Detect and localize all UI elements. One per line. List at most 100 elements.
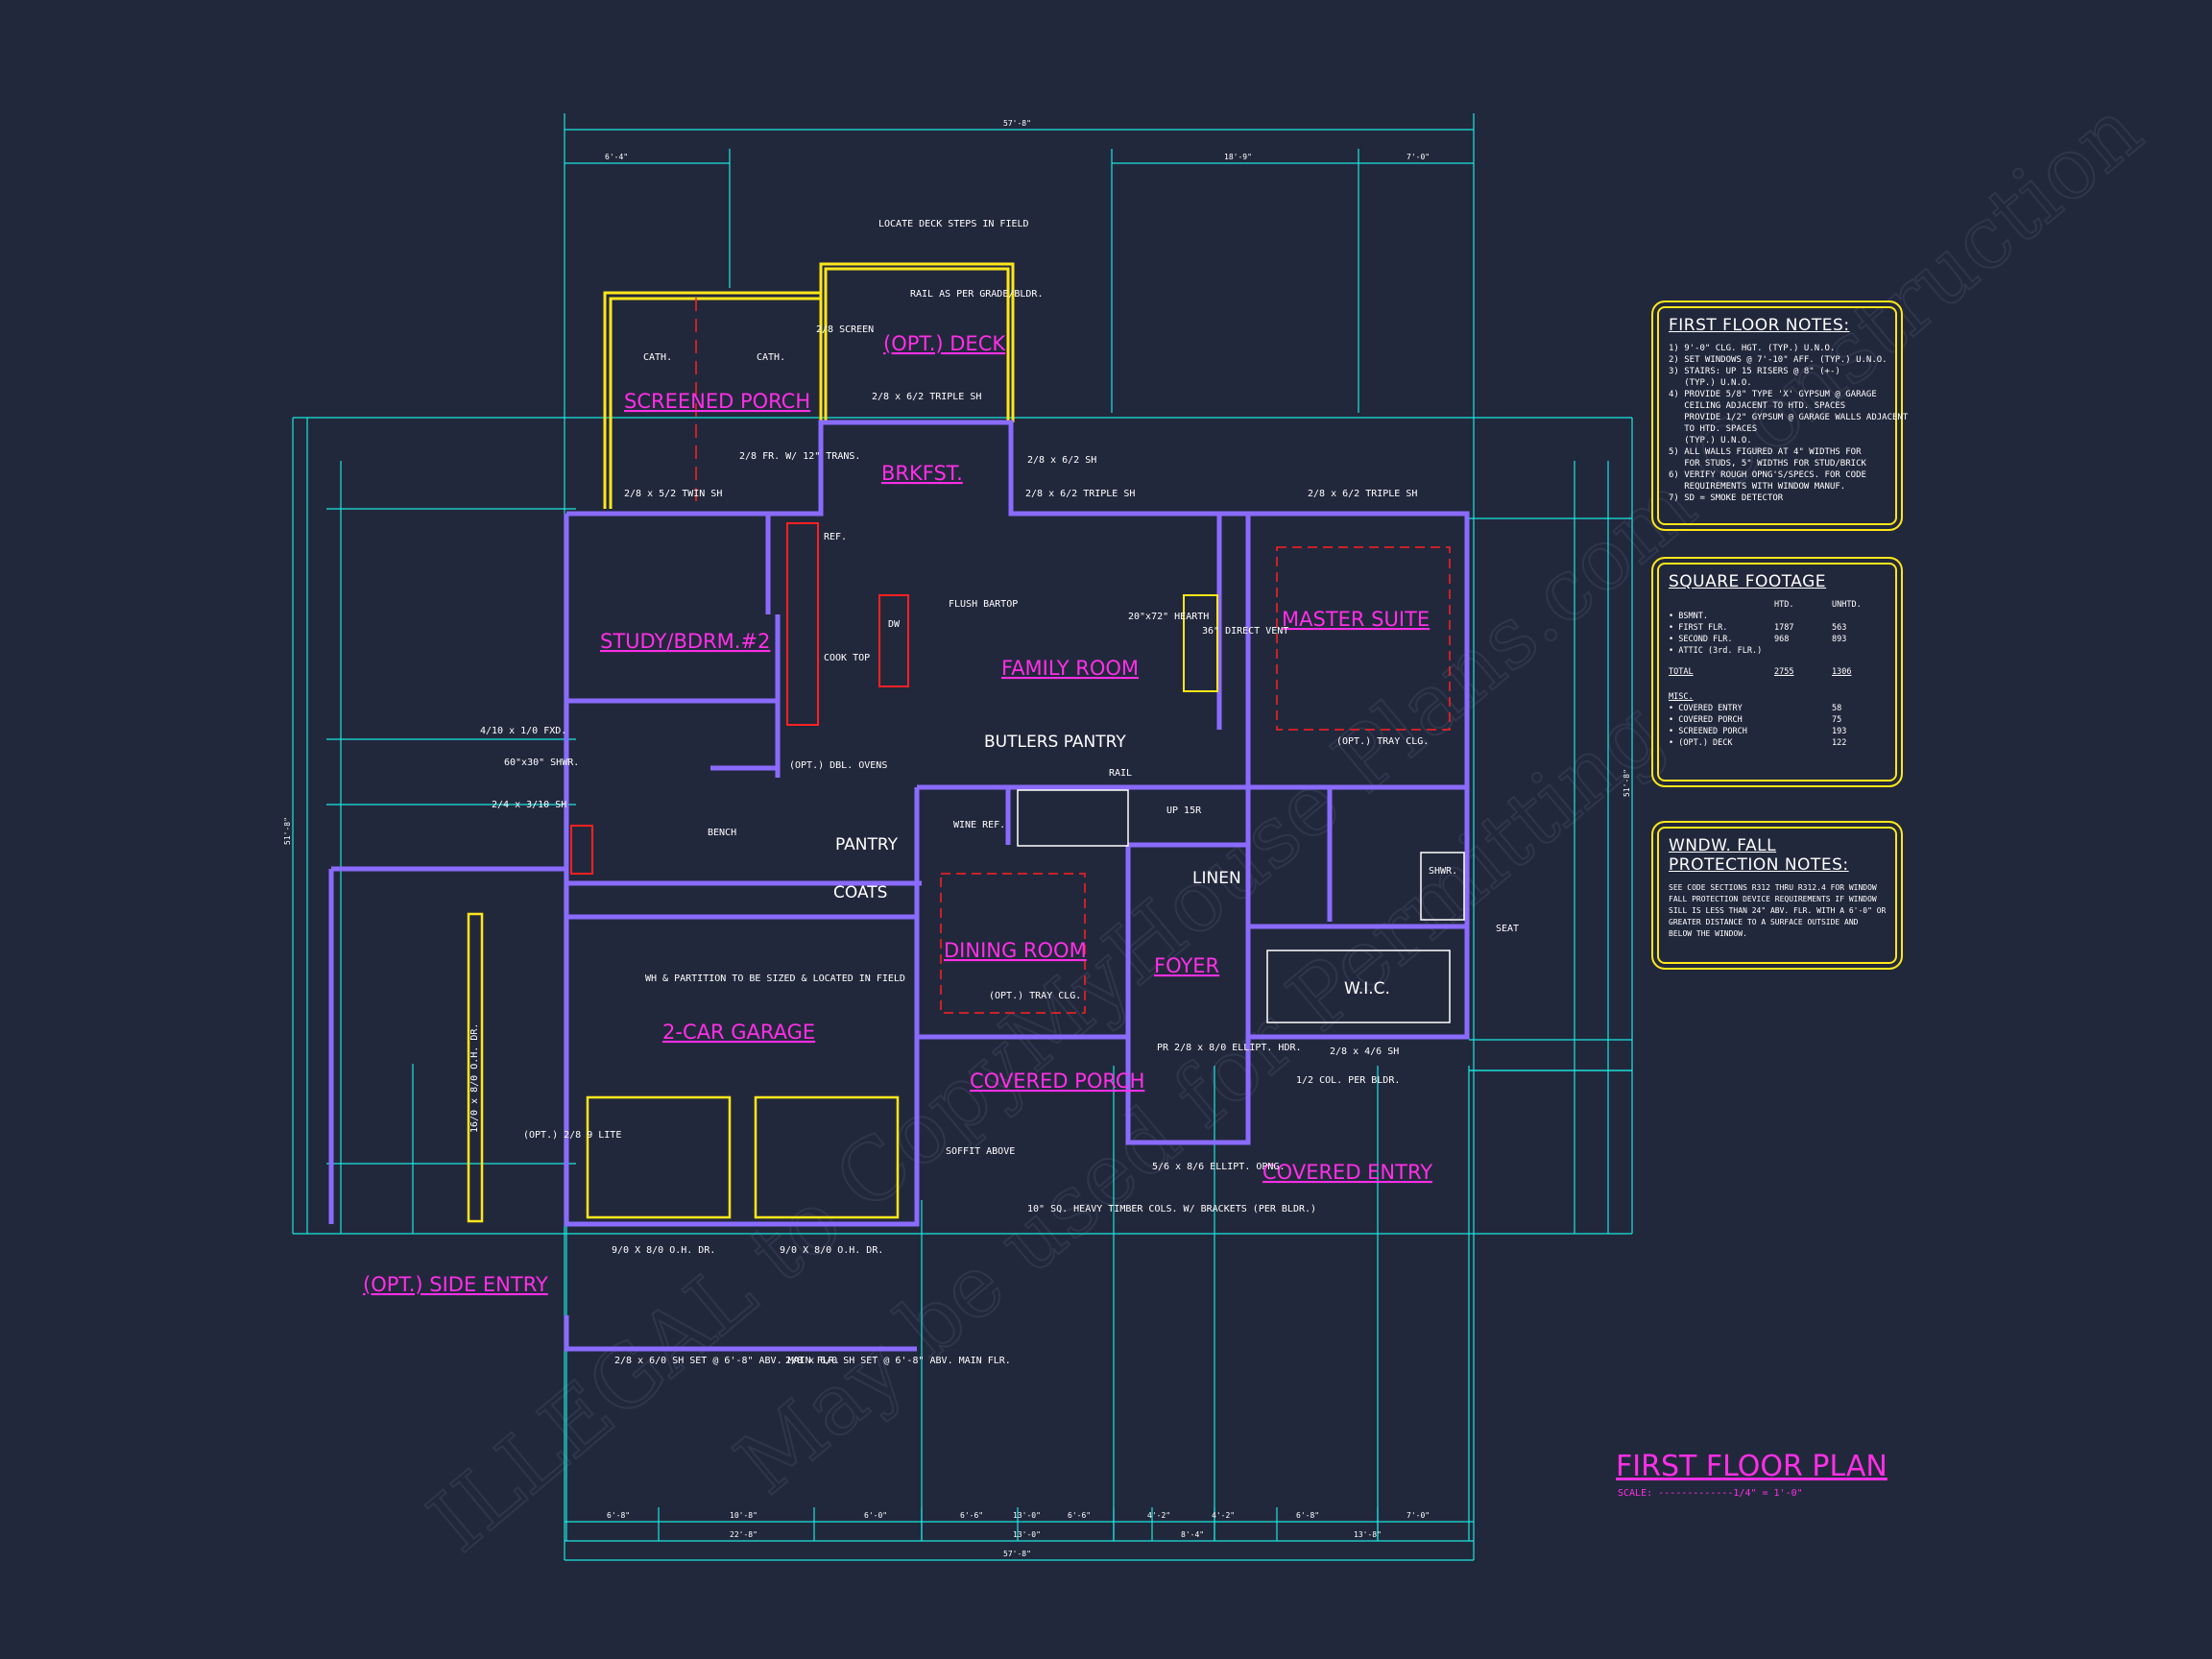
garage-door-left <box>586 1095 732 1219</box>
sqft-htd <box>1774 737 1832 749</box>
first-floor-notes-line: REQUIREMENTS WITH WINDOW MANUF. <box>1669 482 1846 492</box>
sqft-misc-label: MISC. <box>1669 692 1694 702</box>
side-garage-door <box>467 912 484 1223</box>
dim-top-b: 18'-9" <box>1224 153 1252 161</box>
plan-scale: SCALE: -------------1/4" = 1'-0" <box>1618 1488 1803 1499</box>
dimension-lines <box>292 113 1633 1561</box>
dimension-labels: 57'-8" 6'-4" 18'-9" 7'-0" 57'-8" 6'-8" 1… <box>283 119 1631 1558</box>
white-room-labels: BUTLERS PANTRY PANTRY COATS LINEN W.I.C. <box>833 733 1390 998</box>
note-half-col: 1/2 COL. PER BLDR. <box>1296 1075 1400 1086</box>
room-foyer: FOYER <box>1154 954 1219 977</box>
sqft-unhtd: 193 <box>1832 727 1847 736</box>
master-tray-ceiling <box>1276 546 1451 731</box>
dim-bottom-1: 10'-8" <box>730 1511 757 1520</box>
dim-bottom-9: 7'-0" <box>1407 1511 1430 1520</box>
sqft-row: • BSMNT. <box>1669 611 1886 622</box>
note-up: UP 15R <box>1166 805 1202 816</box>
sqft-label: • FIRST FLR. <box>1669 623 1728 633</box>
note-french-door: 2/8 FR. W/ 12" TRANS. <box>739 451 860 462</box>
note-opt-lite: (OPT.) 2/8 9 LITE <box>523 1130 621 1141</box>
room-side-entry: (OPT.) SIDE ENTRY <box>363 1273 548 1296</box>
fireplace <box>1183 594 1218 692</box>
fall-protection-line: BELOW THE WINDOW. <box>1669 929 1747 938</box>
note-shower-60: 60"x30" SHWR. <box>504 757 579 768</box>
walls <box>328 420 1470 1352</box>
dim-left: 51'-8" <box>283 817 292 845</box>
sqft-htd <box>1774 611 1832 622</box>
room-study: STUDY/BDRM.#2 <box>600 630 770 653</box>
first-floor-notes-line: PROVIDE 1/2" GYPSUM @ GARAGE WALLS ADJAC… <box>1669 413 1909 422</box>
garage-door-right <box>754 1095 900 1219</box>
fall-protection-line: SILL IS LESS THAN 24" ABV. FLR. WITH A 6… <box>1669 906 1887 915</box>
sqft-label: • BSMNT. <box>1669 612 1708 621</box>
fall-protection-line: FALL PROTECTION DEVICE REQUIREMENTS IF W… <box>1669 895 1877 903</box>
dim-bottom-0: 6'-8" <box>607 1511 630 1520</box>
first-floor-notes-line: 6) VERIFY ROUGH OPNG'S/SPECS. FOR CODE <box>1669 470 1866 480</box>
sqft-label: • COVERED ENTRY <box>1669 704 1743 713</box>
sqft-htd: 968 <box>1774 635 1790 644</box>
sqft-htd <box>1774 726 1832 737</box>
sqft-label: TOTAL <box>1669 667 1694 677</box>
room-butlers-pantry: BUTLERS PANTRY <box>984 733 1126 752</box>
dim-bottom-6: 4'-2" <box>1147 1511 1170 1520</box>
first-floor-notes-line: 3) STAIRS: UP 15 RISERS @ 8" (+-) <box>1669 367 1840 376</box>
dim-bottom-7: 4'-2" <box>1212 1511 1235 1520</box>
note-soffit: SOFFIT ABOVE <box>946 1146 1015 1157</box>
dim-top-a: 6'-4" <box>605 153 628 161</box>
room-family: FAMILY ROOM <box>1001 657 1139 680</box>
note-shower: SHWR. <box>1429 866 1457 877</box>
note-ellipt-hdr: PR 2/8 x 8/0 ELLIPT. HDR. <box>1157 1043 1302 1053</box>
sqft-unhtd: 122 <box>1832 738 1847 748</box>
stairs <box>1017 789 1129 847</box>
sqft-header-unhtd: UNHTD. <box>1832 600 1862 610</box>
note-direct-vent: 36" DIRECT VENT <box>1202 626 1288 637</box>
dim-bottom2-2: 8'-4" <box>1181 1530 1204 1539</box>
note-sh-3-10: 2/4 x 3/10 SH <box>492 800 566 810</box>
note-wine-ref: WINE REF. <box>953 820 1005 830</box>
square-footage-title: SQUARE FOOTAGE <box>1669 572 1827 591</box>
room-garage: 2-CAR GARAGE <box>662 1021 815 1044</box>
note-flush-bartop: FLUSH BARTOP <box>949 599 1018 610</box>
sqft-htd: 2755 <box>1774 667 1794 677</box>
fall-protection-title: WNDW. FALL PROTECTION NOTES: <box>1669 836 1849 875</box>
garage-doors <box>467 912 1451 1223</box>
room-master-suite: MASTER SUITE <box>1282 608 1430 631</box>
dim-bottom2-3: 13'-8" <box>1354 1530 1382 1539</box>
note-cath-1: CATH. <box>643 352 672 363</box>
note-hearth: 20"x72" HEARTH <box>1128 612 1209 622</box>
sqft-header-row: HTD. UNHTD. <box>1669 599 1886 611</box>
dim-bottom-3: 6'-6" <box>960 1511 983 1520</box>
room-labels: SCREENED PORCH (OPT.) DECK BRKFST. STUDY… <box>363 332 1432 1296</box>
first-floor-notes-line: TO HTD. SPACES <box>1669 424 1758 434</box>
first-floor-notes-line: 7) SD = SMOKE DETECTOR <box>1669 493 1784 503</box>
note-oh-door-2: 9/0 X 8/0 O.H. DR. <box>780 1245 883 1256</box>
dim-right: 51'-8" <box>1623 769 1631 797</box>
annotations: LOCATE DECK STEPS IN FIELD RAIL AS PER G… <box>469 219 1519 1366</box>
note-dw: DW <box>888 619 901 630</box>
sqft-htd <box>1774 645 1832 657</box>
first-floor-notes-line: 5) ALL WALLS FIGURED AT 4" WIDTHS FOR <box>1669 447 1862 457</box>
dim-overall-top: 57'-8" <box>1003 119 1031 128</box>
dim-overall-bottom: 57'-8" <box>1003 1550 1031 1558</box>
note-sh-brk: 2/8 x 6/2 SH <box>1027 455 1096 466</box>
note-cath-2: CATH. <box>757 352 785 363</box>
fall-protection-line: SEE CODE SECTIONS R312 THRU R312.4 FOR W… <box>1669 883 1877 892</box>
note-rail-stair: RAIL <box>1109 768 1132 779</box>
kitchen-island <box>878 594 909 687</box>
shower <box>1420 852 1465 921</box>
room-coats: COATS <box>833 883 887 902</box>
note-oh-door-1: 9/0 X 8/0 O.H. DR. <box>612 1245 715 1256</box>
note-bench: BENCH <box>708 828 736 838</box>
note-wh: WH & PARTITION TO BE SIZED & LOCATED IN … <box>645 974 905 984</box>
note-side-sh-1: 2/8 x 6/0 SH SET @ 6'-8" ABV. MAIN FLR. <box>614 1356 840 1366</box>
sqft-htd <box>1774 703 1832 714</box>
sqft-htd: 1787 <box>1774 623 1794 633</box>
dining-tray-ceiling <box>940 873 1086 1014</box>
sqft-unhtd: 58 <box>1832 704 1842 713</box>
sqft-label: • SECOND FLR. <box>1669 635 1733 644</box>
sqft-htd <box>1774 714 1832 726</box>
